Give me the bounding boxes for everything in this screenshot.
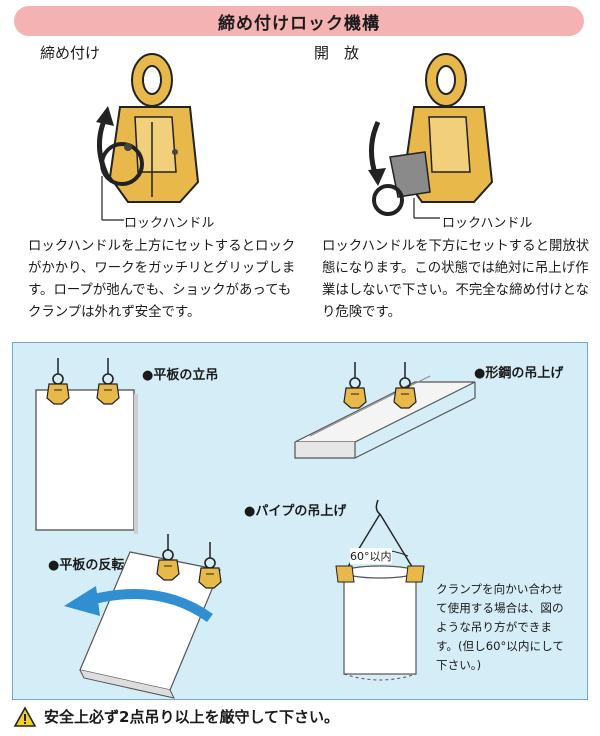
tighten-description: ロックハンドルを上方にセットするとロックがかかり、ワークをガッチリとグリップしま…	[28, 239, 296, 320]
flat-plate-vertical-illustration	[35, 357, 138, 534]
warning-icon	[13, 705, 37, 727]
release-description: ロックハンドルを下方にセットすると開放状態になります。この状態では絶対に吊上げ作…	[322, 239, 590, 320]
shape-steel-illustration	[294, 361, 476, 459]
tighten-handle-leader	[101, 176, 124, 221]
section-title: 締め付けロック機構	[14, 6, 584, 36]
shape-steel-label: ●形鋼の吊上げ	[474, 366, 564, 381]
rotate-up-arrow-icon	[96, 106, 114, 180]
pipe-label: ●パイプの吊上げ	[244, 504, 347, 519]
rotate-down-arrow-icon	[368, 120, 386, 186]
flat-vertical-label: ●平板の立吊	[142, 368, 219, 383]
tighten-handle-label: ロックハンドル	[124, 216, 215, 231]
flat-flip-label: ●平板の反転	[48, 558, 125, 573]
release-heading: 開 放	[314, 44, 360, 62]
pipe-note: クランプを向かい合わせて使用する場合は、図のような吊り方ができます。(但し60°…	[436, 582, 564, 672]
release-handle-label: ロックハンドル	[442, 216, 533, 231]
warning-text: 安全上必ず2点吊り以上を厳守して下さい。	[44, 708, 339, 726]
angle-label: 60°以内	[350, 548, 392, 564]
pipe-illustration	[335, 499, 425, 681]
warning-row: 安全上必ず2点吊り以上を厳守して下さい。	[13, 705, 339, 727]
release-clamp-illustration	[372, 53, 494, 216]
flip-arrow-icon	[64, 586, 213, 623]
release-handle-leader	[413, 198, 440, 219]
tighten-heading: 締め付け	[40, 44, 101, 62]
flat-plate-flip-illustration	[79, 533, 222, 699]
